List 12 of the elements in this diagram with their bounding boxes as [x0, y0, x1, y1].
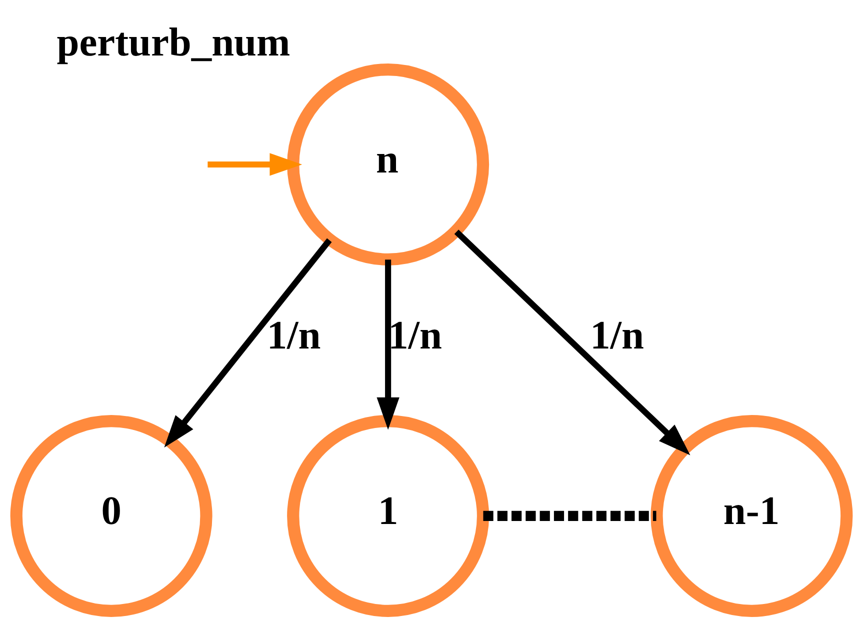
- arrow: [164, 238, 332, 448]
- node-circle: 1: [287, 414, 490, 617]
- edge-label: 1/n: [388, 312, 442, 358]
- arrow: [376, 260, 400, 430]
- arrow: [454, 230, 690, 456]
- edge-label: 1/n: [266, 312, 321, 358]
- node-label: perturb_num: [56, 19, 290, 64]
- connector: [483, 510, 656, 522]
- node-circle: n: [287, 63, 490, 266]
- arrow: [208, 153, 302, 176]
- edge-label: 1/n: [590, 312, 644, 358]
- node-circle: n-1: [650, 414, 853, 617]
